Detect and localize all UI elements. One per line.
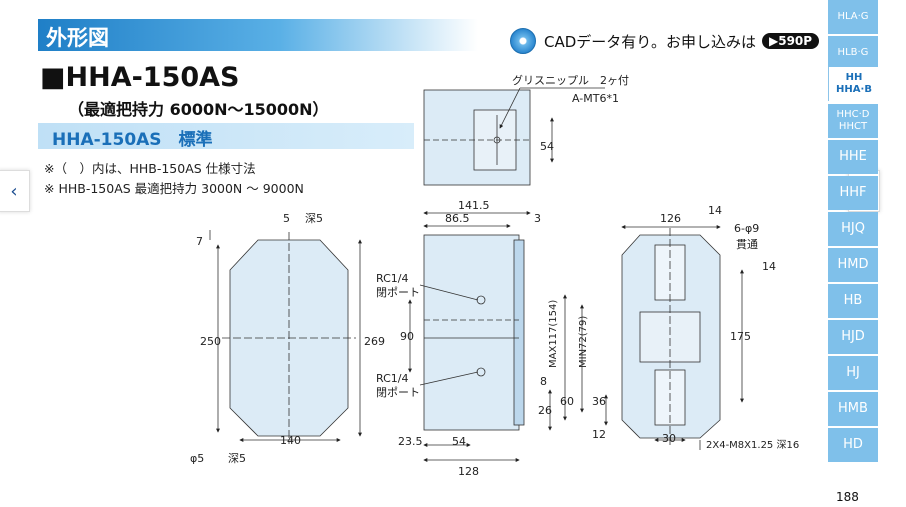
cad-page-link[interactable]: ▶590P [762, 33, 820, 49]
tab-hb[interactable]: HB [828, 284, 878, 318]
dim-23-5: 23.5 [398, 435, 423, 448]
dim-86-5: 86.5 [445, 212, 470, 225]
tab-hlb-g[interactable]: HLB·G [828, 36, 878, 70]
tab-hmb[interactable]: HMB [828, 392, 878, 426]
dim-26: 26 [538, 404, 552, 417]
sidebar-tabs: HLA·G HLB·G HH HHA·B HHC·D HHCT HHE HHF … [828, 0, 879, 470]
tab-hjd[interactable]: HJD [828, 320, 878, 354]
note-2: ※ HHB-150AS 最適把持力 3000N 〜 9000N [44, 181, 304, 196]
phi-5: φ5 [190, 452, 204, 465]
dim-7: 7 [196, 235, 203, 248]
dim-54-top: 54 [540, 140, 554, 153]
hole-spec: 6-φ9 [734, 222, 759, 235]
dim-128: 128 [458, 465, 479, 478]
tab-hhf[interactable]: HHF [828, 176, 878, 210]
variant-bar: HHA-150AS 標準 [38, 123, 414, 150]
tab-hhe[interactable]: HHE [828, 140, 878, 174]
dim-54: 54 [452, 435, 466, 448]
prev-page-button[interactable]: ‹ [0, 170, 30, 212]
dim-max: MAX117(154) [548, 300, 559, 368]
note-1: ※（ ）内は、HHB-150AS 仕様寸法 [44, 161, 256, 176]
dim-14-b: 14 [762, 260, 776, 273]
dim-126: 126 [660, 212, 681, 225]
dim-90: 90 [400, 330, 414, 343]
tab-hmd[interactable]: HMD [828, 248, 878, 282]
tap-spec: 2X4-M8X1.25 深16 [706, 439, 799, 451]
dim-8: 8 [540, 375, 547, 388]
dim-14-a: 14 [708, 204, 722, 217]
dim-269: 269 [364, 335, 385, 348]
dim-3: 3 [534, 212, 541, 225]
section-title: 外形図 [46, 26, 109, 50]
front-view-body [423, 234, 520, 431]
dim-12: 12 [592, 428, 606, 441]
dim-141-5: 141.5 [458, 199, 490, 212]
dim-140: 140 [280, 434, 301, 447]
grease-code: A-MT6*1 [572, 92, 619, 105]
phi-depth: 深5 [228, 452, 246, 465]
port-label-2: 閉ポート [376, 386, 420, 399]
dim-250: 250 [200, 335, 221, 348]
tab-hj[interactable]: HJ [828, 356, 878, 390]
technical-drawing: グリスニップル 2ヶ付 A-MT6*1 54 5 深5 7 250 269 14… [190, 73, 799, 478]
rc-label-1: RC1/4 [376, 272, 408, 285]
dim-30: 30 [662, 432, 676, 445]
dim-60: 60 [560, 395, 574, 408]
tab-hh-hha-b[interactable]: HH HHA·B [828, 67, 879, 101]
cad-text: CADデータ有り。お申し込みは [544, 32, 756, 51]
chevron-left-icon: ‹ [10, 180, 18, 202]
model-name: ■HHA-150AS [40, 62, 240, 93]
depth-5: 深5 [305, 212, 323, 225]
dim-175: 175 [730, 330, 751, 343]
port-label-1: 閉ポート [376, 286, 420, 299]
dim-36: 36 [592, 395, 606, 408]
tab-hjq[interactable]: HJQ [828, 212, 878, 246]
section-title-bar: 外形図 [38, 19, 478, 51]
model-subtitle: （最適把持力 6000N〜15000N） [68, 100, 329, 119]
cd-icon [510, 28, 536, 54]
cad-notice: CADデータ有り。お申し込みは ▶590P [510, 28, 820, 54]
tab-hd[interactable]: HD [828, 428, 878, 462]
tab-hla-g[interactable]: HLA·G [828, 0, 878, 34]
dim-5: 5 [283, 212, 290, 225]
rc-label-2: RC1/4 [376, 372, 408, 385]
tab-hhc-d-hhct[interactable]: HHC·D HHCT [828, 104, 878, 138]
through-label: 貫通 [736, 238, 758, 251]
grease-label: グリスニップル 2ヶ付 [512, 73, 629, 87]
variant-title: HHA-150AS 標準 [52, 130, 213, 150]
dim-min: MIN72(79) [578, 316, 589, 368]
page-number: 188 [836, 490, 859, 504]
